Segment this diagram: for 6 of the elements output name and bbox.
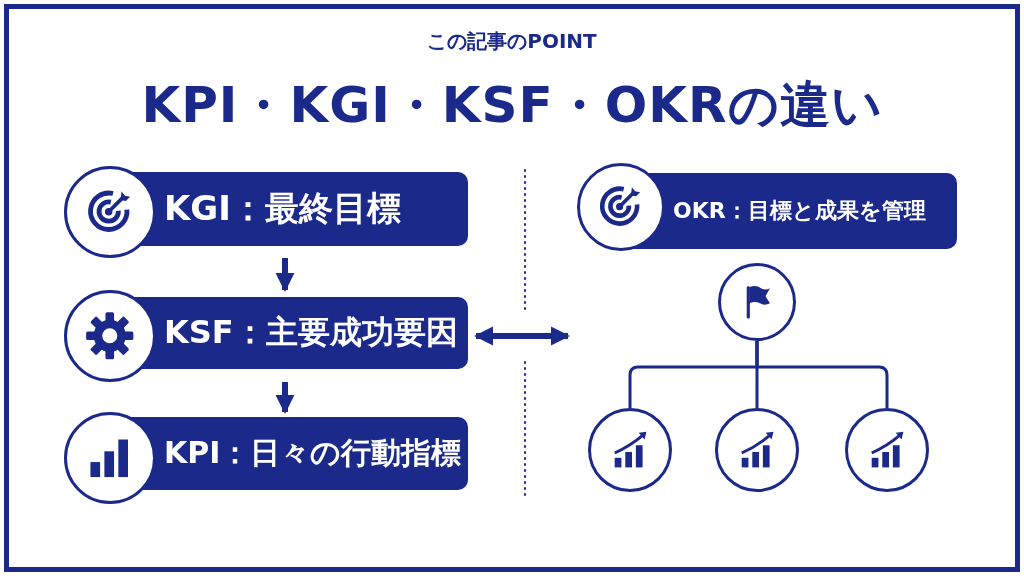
connector-line: [755, 341, 889, 408]
heading-label: この記事のPOINT: [427, 28, 597, 55]
arrow: [474, 326, 570, 346]
arrow: [275, 258, 295, 292]
arrow: [275, 382, 295, 414]
title: KPI・KGI・KSF・OKRの違い: [141, 75, 883, 136]
